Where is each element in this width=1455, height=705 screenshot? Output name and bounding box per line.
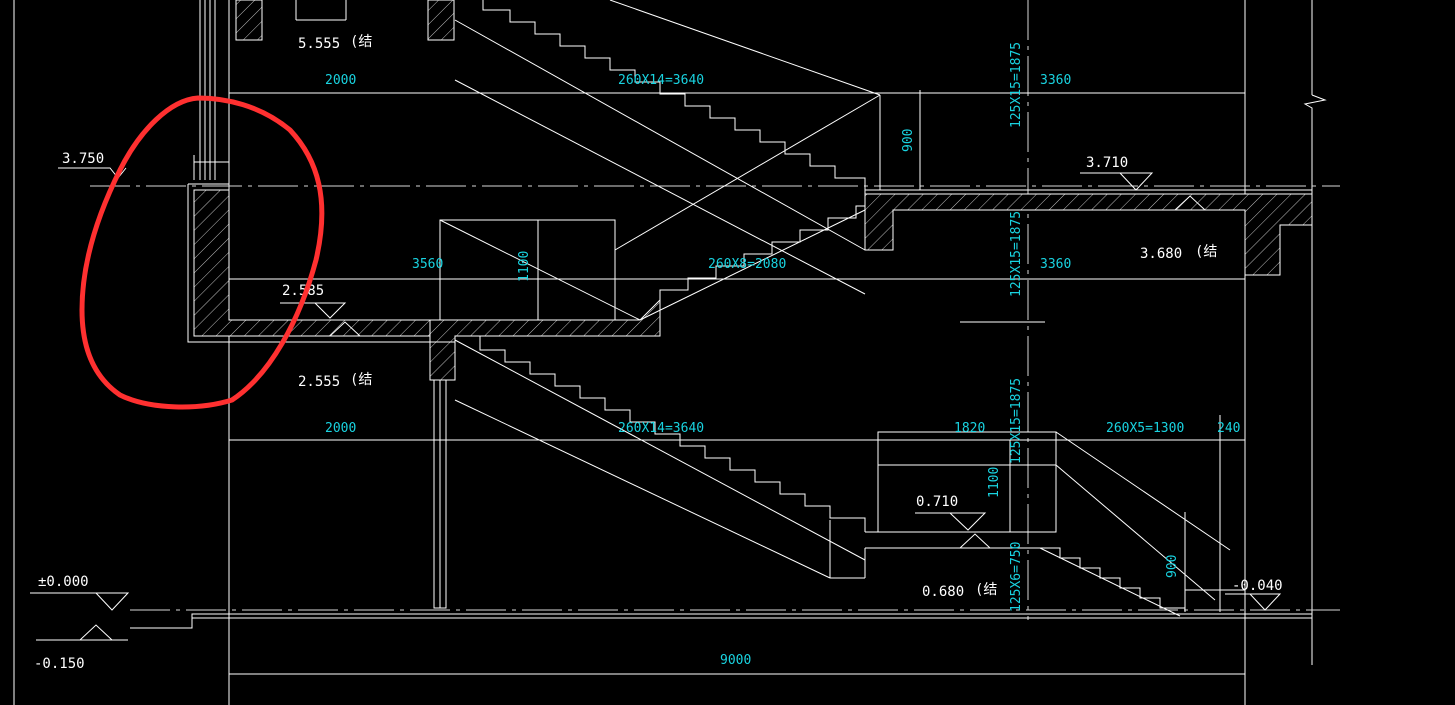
dim-low-1100: 1100 — [987, 467, 1002, 498]
dim-low-left: 2000 — [325, 421, 356, 436]
dim-low-vertical2: 125X6=750 — [1009, 542, 1024, 612]
elev-upper-right-top: 3.710 — [1086, 155, 1128, 171]
elev-mid: 2.555 — [298, 374, 340, 390]
elev-upper-left: 3.750 — [62, 151, 104, 167]
dim-low-vertical: 125X15=1875 — [1009, 378, 1024, 464]
lower-flight — [454, 335, 866, 579]
dim-top-left: 2000 — [325, 73, 356, 88]
elev-right-ground: -0.040 — [1232, 578, 1283, 594]
red-circle-markup — [79, 95, 325, 410]
dim-mid-vertical: 125X15=1875 — [1009, 211, 1024, 297]
dim-low-flight: 260X14=3640 — [618, 421, 704, 436]
dim-top-right: 3360 — [1040, 73, 1071, 88]
dim-low-240: 240 — [1217, 421, 1240, 436]
elev-top: 5.555 — [298, 36, 340, 52]
left-posts — [193, 0, 229, 180]
elev-low-note: (结 — [975, 582, 997, 598]
elevation-markers — [30, 167, 1282, 641]
elev-mid-landing: 2.585 — [282, 283, 324, 299]
mid-flight — [439, 94, 881, 321]
left-wall-section — [187, 183, 431, 343]
dim-low-flight2: 260X5=1300 — [1106, 421, 1184, 436]
elev-upper-right-note: (结 — [1195, 244, 1217, 260]
elev-mid-note: (结 — [350, 372, 372, 388]
dim-900-top: 900 — [901, 129, 916, 152]
frame-lines — [13, 0, 1327, 705]
dim-mid-right: 3360 — [1040, 257, 1071, 272]
dim-low-1820: 1820 — [954, 421, 985, 436]
ground-line — [130, 613, 1312, 629]
dim-mid-flight: 260X8=2080 — [708, 257, 786, 272]
elev-ground-below: -0.150 — [34, 656, 85, 672]
elev-upper-right-bottom: 3.680 — [1140, 246, 1182, 262]
dim-total: 9000 — [720, 653, 751, 668]
elev-low-bottom: 0.680 — [922, 584, 964, 600]
dim-mid-1100: 1100 — [517, 251, 532, 282]
dimension-lines — [229, 90, 1245, 675]
mid-landing-slab — [429, 298, 661, 381]
elev-top-note: (结 — [350, 34, 372, 50]
dim-top-vertical: 125X15=1875 — [1009, 42, 1024, 128]
upper-flight — [454, 0, 881, 295]
upper-landing-slab — [864, 189, 1313, 276]
lower-landing — [865, 431, 1245, 617]
elev-ground: ±0.000 — [38, 574, 89, 590]
dim-top-flight: 260X14=3640 — [618, 73, 704, 88]
dim-mid-left: 3560 — [412, 257, 443, 272]
column — [433, 379, 447, 609]
elev-low-top: 0.710 — [916, 494, 958, 510]
top-walls — [235, 0, 455, 41]
dim-900-low: 900 — [1165, 555, 1180, 578]
